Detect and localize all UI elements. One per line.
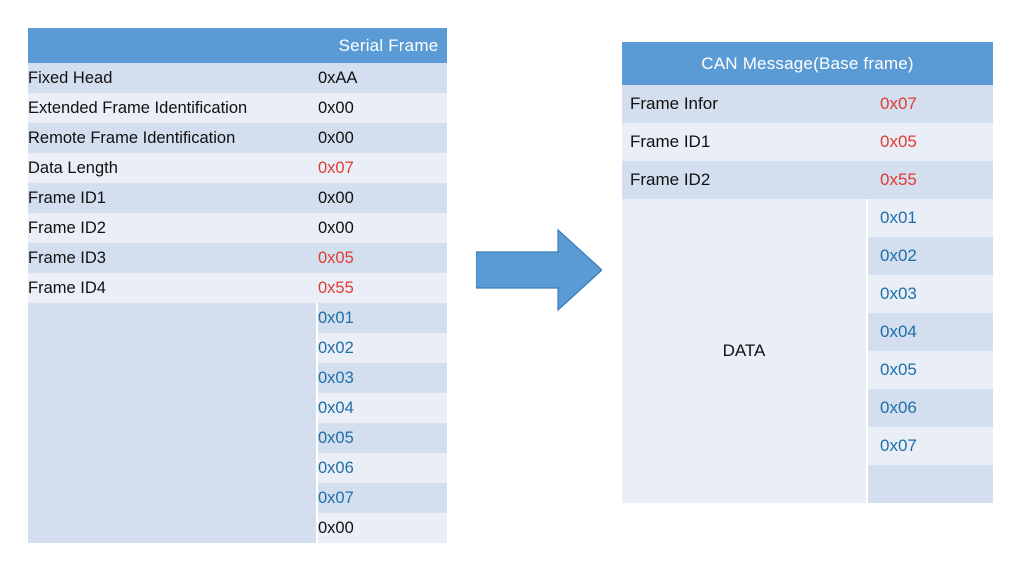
table-row: 0x01 (28, 303, 447, 543)
row-value: 0x07 (880, 94, 917, 113)
row-label: Fixed Head (28, 68, 113, 87)
data-row-value: 0x06 (318, 458, 354, 477)
data-row-value: 0x02 (318, 338, 354, 357)
data-row-value: 0x00 (318, 518, 354, 537)
data-row-value: 0x05 (318, 428, 354, 447)
data-section-label: DATA (622, 199, 868, 503)
row-label: Frame Infor (630, 94, 718, 113)
table-row: Remote Frame Identification 0x00 (28, 123, 447, 153)
row-value: 0x07 (318, 158, 354, 177)
table-row: Frame ID1 0x05 (622, 123, 994, 161)
table-header-row: CAN Message(Base frame) (622, 42, 994, 85)
data-row-value: 0x01 (880, 208, 917, 227)
data-row-value: 0x03 (318, 368, 354, 387)
row-label: Data Length (28, 158, 118, 177)
row-label: Frame ID2 (630, 170, 711, 189)
data-row-value: 0x04 (318, 398, 354, 417)
data-row-value: 0x03 (880, 284, 917, 303)
table-row: Frame ID1 0x00 (28, 183, 447, 213)
row-label: Frame ID1 (630, 132, 711, 151)
data-row-value: 0x02 (880, 246, 917, 265)
table-row: DATA 0x01 (622, 199, 994, 503)
row-value: 0x05 (318, 248, 354, 267)
row-label: Extended Frame Identification (28, 98, 248, 117)
table-row: Frame ID4 0x55 (28, 273, 447, 303)
row-value: 0x00 (318, 128, 354, 147)
row-label: Remote Frame Identification (28, 128, 236, 147)
table-row: Fixed Head 0xAA (28, 63, 447, 93)
row-value: 0x55 (880, 170, 917, 189)
data-row-value: 0x07 (318, 488, 354, 507)
row-value: 0x00 (318, 218, 354, 237)
data-row-value (868, 465, 993, 503)
table-row: Data Length 0x07 (28, 153, 447, 183)
table-row: Frame ID2 0x00 (28, 213, 447, 243)
row-label: Frame ID2 (28, 218, 106, 237)
table-header-row: Serial Frame (28, 28, 447, 63)
right-arrow-icon (475, 228, 603, 312)
serial-frame-header-blank (28, 28, 318, 63)
serial-frame-body: Fixed Head 0xAA Extended Frame Identificat… (28, 63, 447, 543)
data-row-value: 0x05 (880, 360, 917, 379)
table-row: Frame ID2 0x55 (622, 161, 994, 199)
data-row-value: 0x04 (880, 322, 917, 341)
can-message-header-title: CAN Message(Base frame) (622, 42, 994, 85)
data-row-value: 0x01 (318, 308, 354, 327)
serial-frame-header-title: Serial Frame (318, 28, 447, 63)
row-value: 0x00 (318, 188, 354, 207)
row-label: Frame ID3 (28, 248, 106, 267)
table-row: Frame ID3 0x05 (28, 243, 447, 273)
row-value: 0x00 (318, 98, 354, 117)
data-row-value: 0x07 (880, 436, 917, 455)
data-row-value: 0x06 (880, 398, 917, 417)
row-value: 0x55 (318, 278, 354, 297)
data-section-blank-label (28, 303, 318, 543)
row-label: Frame ID1 (28, 188, 106, 207)
serial-frame-table: Serial Frame Fixed Head 0xAA Extended Fram… (28, 28, 447, 543)
table-row: Extended Frame Identification 0x00 (28, 93, 447, 123)
row-label: Frame ID4 (28, 278, 106, 297)
row-value: 0x05 (880, 132, 917, 151)
row-value: 0xAA (318, 68, 358, 87)
table-row: Frame Infor 0x07 (622, 85, 994, 123)
